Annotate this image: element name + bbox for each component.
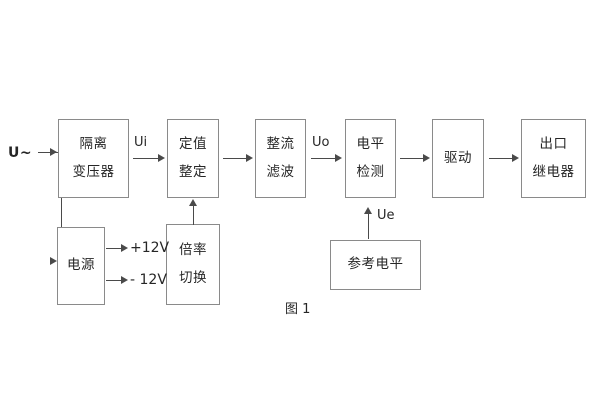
block-line: 倍率 [179, 242, 207, 258]
connector-level-to-drive [400, 158, 424, 159]
connector-multiplier-to-setting [193, 206, 194, 225]
connector-rectify-to-level [311, 158, 336, 159]
block-setting-value: 定值 整定 [167, 119, 219, 198]
block-line: 变压器 [72, 163, 115, 180]
signal-label-ui: Ui [134, 135, 148, 150]
block-level-detection: 电平 检测 [345, 119, 396, 198]
block-drive: 驱动 [432, 119, 484, 198]
block-line: 电平 [356, 136, 385, 152]
arrow-level-to-drive [423, 154, 430, 162]
block-line: 参考电平 [347, 256, 404, 273]
arrow-reference-to-level [364, 207, 372, 214]
block-reference-level: 参考电平 [330, 240, 421, 290]
figure-caption: 图 1 [285, 302, 311, 317]
block-line: 整定 [179, 163, 207, 180]
block-line: 定值 [179, 136, 207, 152]
block-line: 检测 [356, 163, 385, 180]
arrow-rail-positive [121, 244, 128, 252]
arrow-rectify-to-level [335, 154, 342, 162]
arrow-isolation-to-setting [158, 154, 165, 162]
rail-label-negative: - 12V [130, 272, 167, 288]
block-output-relay: 出口 继电器 [521, 119, 586, 198]
rail-label-positive: +12V [130, 240, 170, 256]
block-power-supply: 电源 [57, 227, 105, 305]
block-line: 驱动 [444, 149, 472, 166]
source-label-u: U~ [8, 145, 33, 161]
block-rectify-filter: 整流 滤波 [255, 119, 306, 198]
block-line: 继电器 [532, 163, 575, 180]
signal-label-ue: Ue [377, 208, 395, 223]
block-line: 整流 [266, 136, 295, 152]
connector-rail-positive [106, 248, 123, 249]
block-isolation-transformer: 隔离 变压器 [58, 119, 129, 198]
connector-isolation-to-setting [133, 158, 159, 159]
connector-rail-negative [106, 280, 123, 281]
arrow-source-to-power-supply [50, 257, 57, 265]
connector-drive-to-output-relay [489, 158, 513, 159]
connector-setting-to-rectify [223, 158, 247, 159]
block-line: 滤波 [266, 163, 295, 180]
block-line: 切换 [179, 269, 207, 286]
block-line: 出口 [539, 136, 568, 152]
connector-reference-to-level [368, 213, 369, 239]
arrow-multiplier-to-setting [189, 199, 197, 206]
arrow-source-to-isolation-transformer [50, 148, 57, 156]
signal-label-uo: Uo [312, 135, 330, 150]
block-line: 隔离 [79, 136, 108, 152]
arrow-drive-to-output-relay [512, 154, 519, 162]
block-multiplier-switch: 倍率 切换 [166, 224, 220, 305]
arrow-rail-negative [121, 276, 128, 284]
source-bus-vertical [61, 152, 62, 262]
block-line: 电源 [67, 257, 95, 274]
arrow-setting-to-rectify [246, 154, 253, 162]
